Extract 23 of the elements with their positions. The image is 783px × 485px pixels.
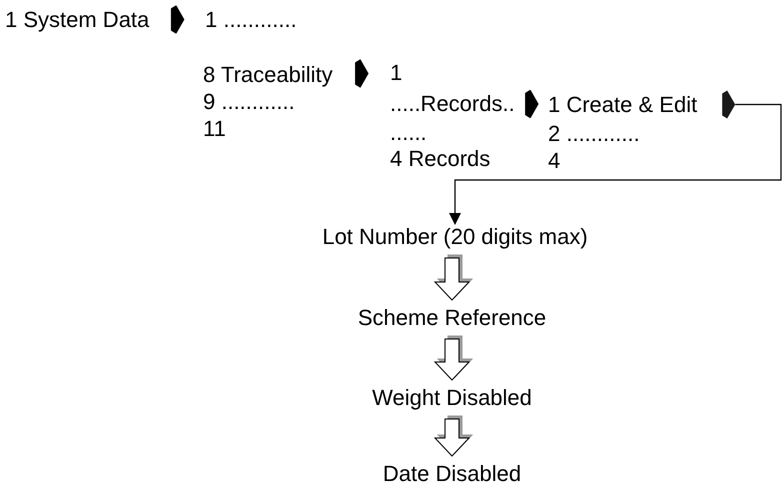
hollow-down-arrow [434,254,474,301]
menu-item: 11 [203,115,226,142]
menu-item: Date Disabled [382,460,522,485]
menu-item: 1 System Data [5,6,150,33]
menu-item: 1 Create & Edit [548,91,698,118]
menu-item: Scheme Reference [358,304,546,331]
chevron-arrow [170,5,184,34]
menu-item: 1 [390,59,402,86]
menu-item: .....Records.. [390,90,515,117]
hollow-down-arrow [434,336,474,381]
menu-item: 8 Traceability [203,61,333,88]
menu-item: ...... [390,119,427,146]
connector-arrow [449,90,782,225]
menu-item: 9 ............ [203,88,295,115]
hollow-down-arrow [434,416,474,457]
chevron-arrow [525,90,539,118]
menu-item: 4 Records [390,145,490,172]
menu-item: Lot Number (20 digits max) [322,223,588,250]
menu-item: 1 ............ [205,6,297,33]
menu-item: 2 ............ [548,120,640,147]
chevron-arrow [355,59,369,88]
menu-item: Weight Disabled [372,384,532,411]
menu-item: 4 [548,147,560,174]
